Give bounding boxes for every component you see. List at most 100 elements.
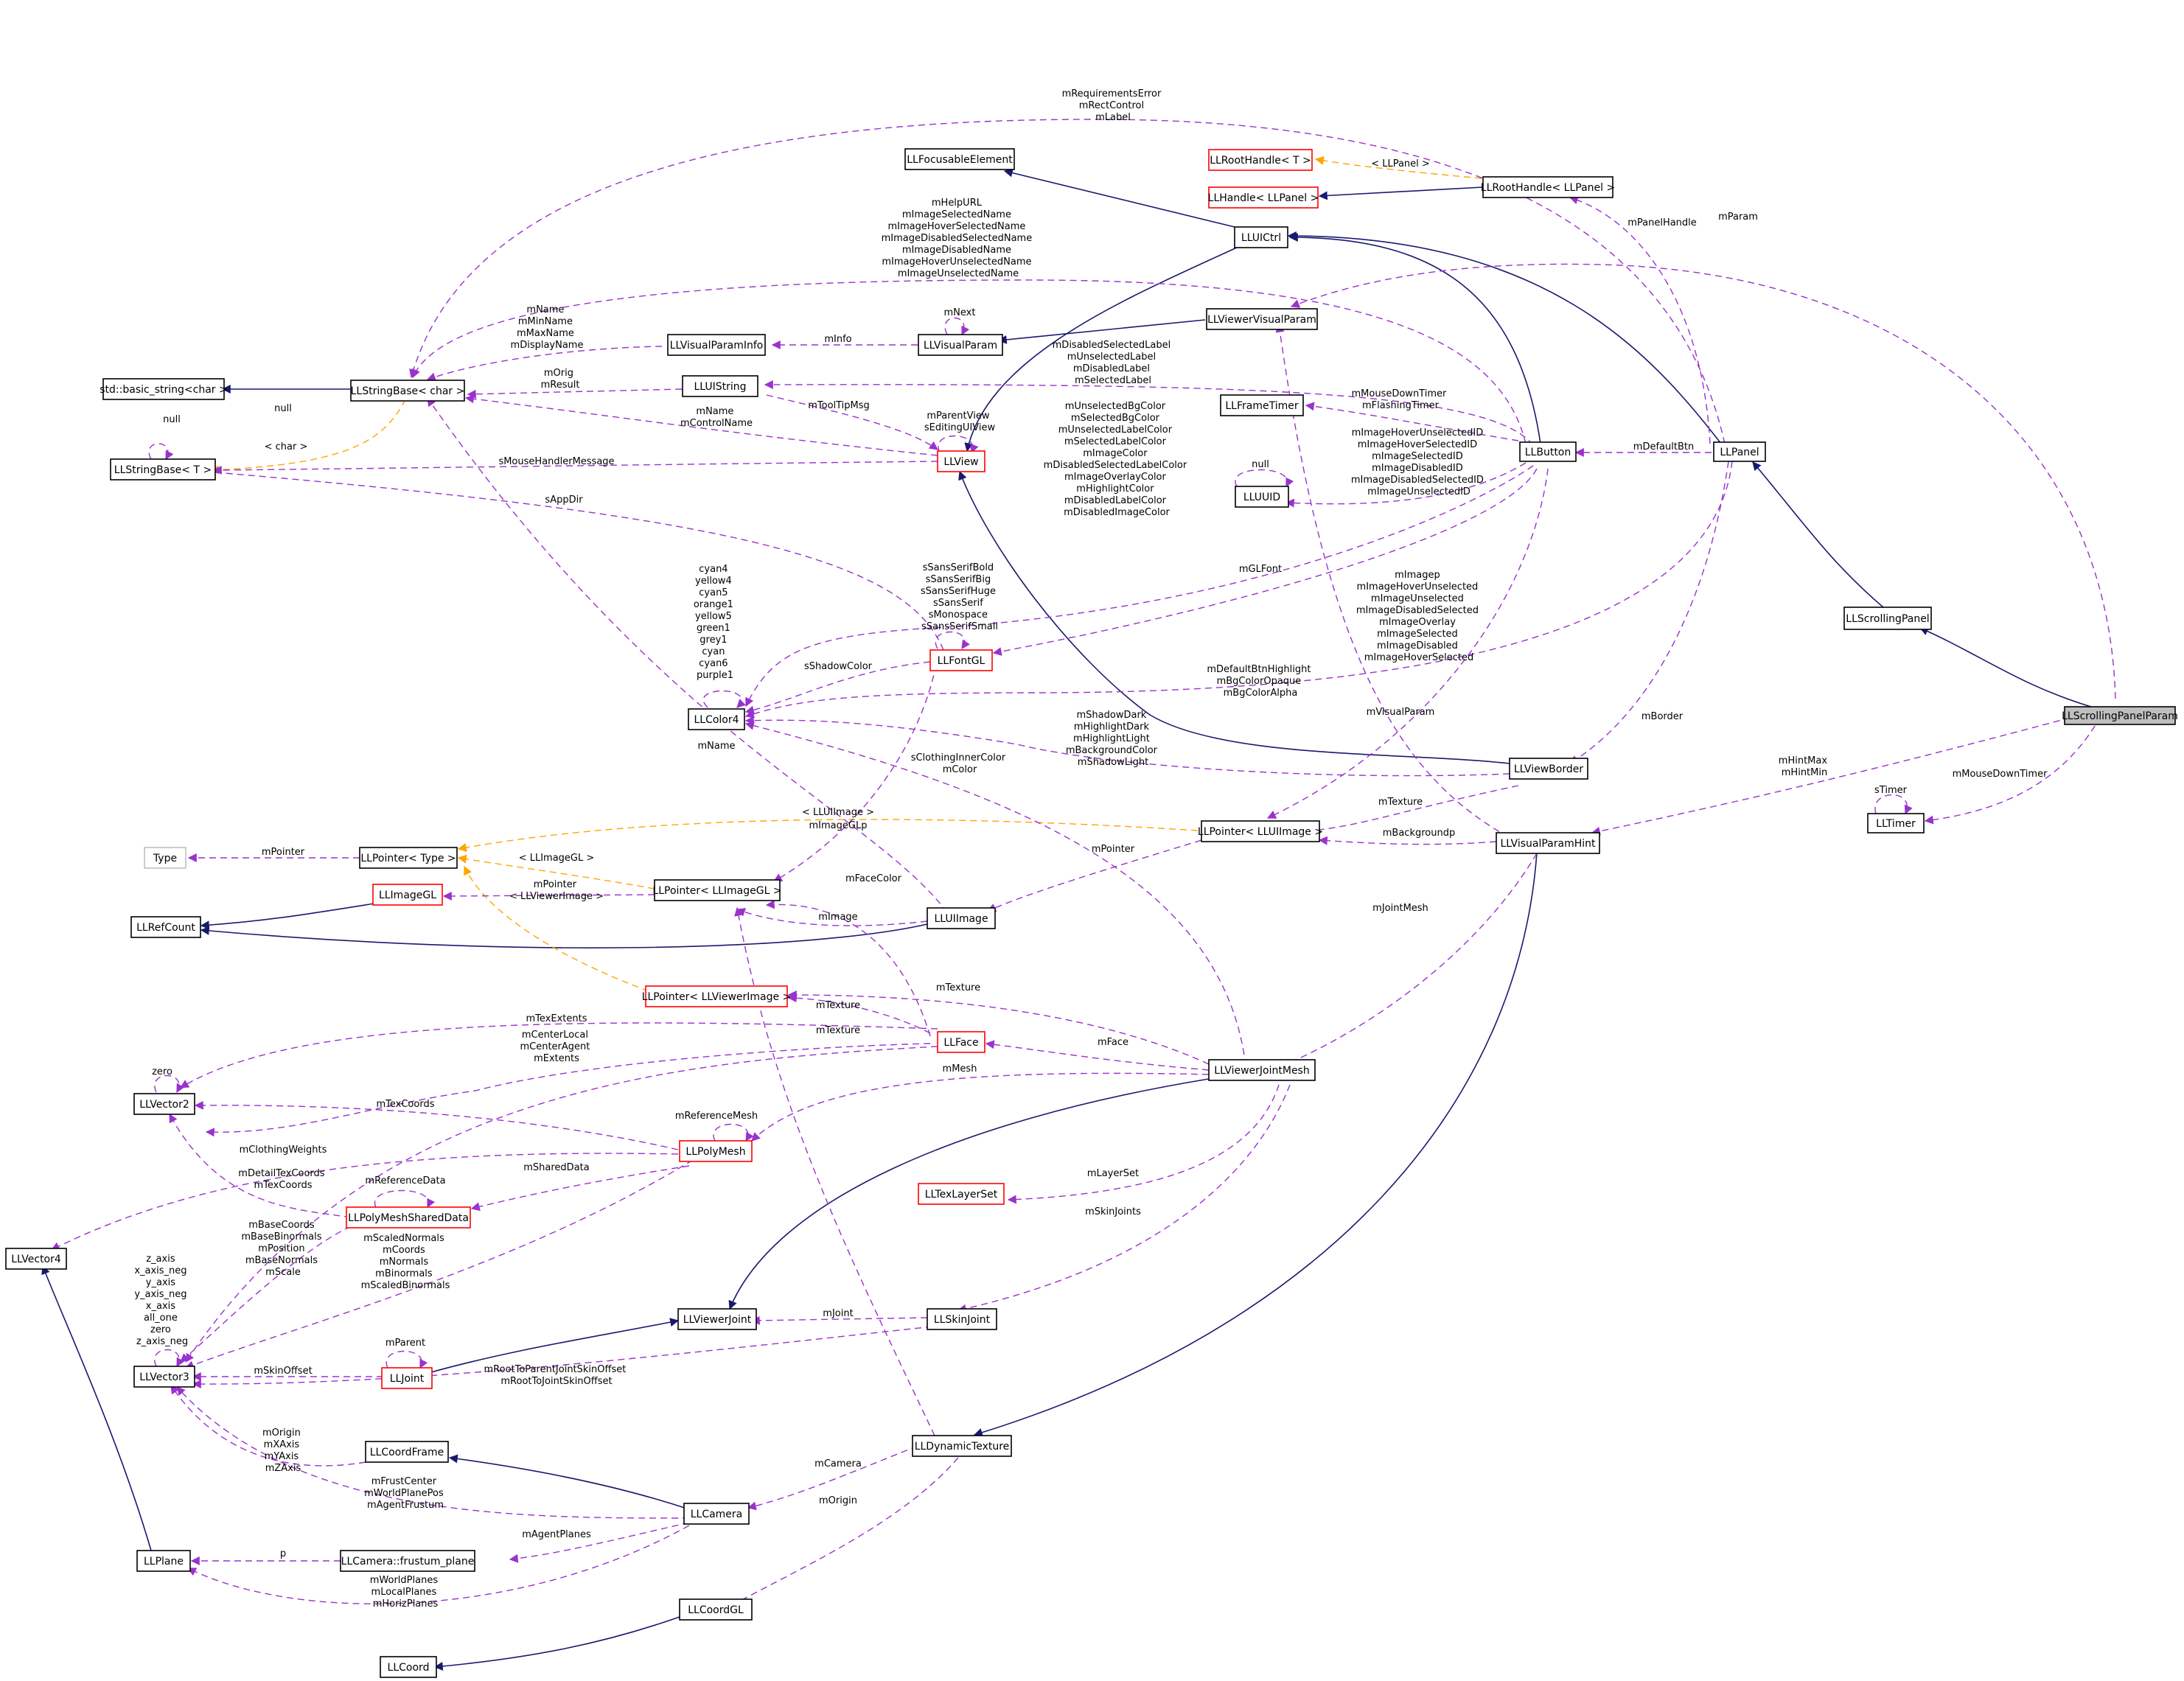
node-llviewervisualparam[interactable]: LLViewerVisualParam bbox=[1206, 308, 1318, 330]
node-label: LLViewerJoint bbox=[683, 1314, 752, 1326]
label-btn-highlight: mDefaultBtnHighlight mBgColorOpaque mBgC… bbox=[1207, 664, 1313, 699]
node-llscrollingpanelparam[interactable]: LLScrollingPanelParam bbox=[2062, 706, 2178, 725]
node-label: LLViewerJointMesh bbox=[1214, 1065, 1309, 1077]
node-lluuid[interactable]: LLUUID bbox=[1235, 486, 1289, 508]
node-llcolor4[interactable]: LLColor4 bbox=[688, 708, 745, 730]
node-lltexlayerset[interactable]: LLTexLayerSet bbox=[918, 1183, 1005, 1205]
node-lluistring[interactable]: LLUIString bbox=[682, 375, 758, 397]
node-llroothandle-llpanel[interactable]: LLRootHandle< LLPanel > bbox=[1481, 176, 1615, 198]
label-p: p bbox=[280, 1548, 286, 1559]
node-label: LLCamera::frustum_plane bbox=[341, 1556, 475, 1568]
label-stimer: sTimer bbox=[1874, 785, 1908, 796]
edge-axis bbox=[154, 1349, 185, 1368]
node-label: LLViewerVisualParam bbox=[1207, 314, 1316, 326]
node-llpanel[interactable]: LLPanel bbox=[1713, 441, 1766, 462]
node-llviewborder[interactable]: LLViewBorder bbox=[1509, 758, 1588, 780]
node-llhandle-llpanel[interactable]: LLHandle< LLPanel > bbox=[1208, 186, 1319, 209]
node-llvector3[interactable]: LLVector3 bbox=[133, 1366, 195, 1388]
label-mousedowntimer: mMouseDownTimer bbox=[1953, 769, 2048, 780]
edge-zero bbox=[154, 1074, 185, 1094]
label-origin: mOrigin mXAxis mYAxis mZAxis bbox=[262, 1427, 304, 1474]
edge-label-group bbox=[764, 380, 1534, 446]
node-llskinjoint[interactable]: LLSkinJoint bbox=[927, 1308, 997, 1330]
node-llviewerjoint[interactable]: LLViewerJoint bbox=[677, 1308, 757, 1330]
node-llscrollingpanel[interactable]: LLScrollingPanel bbox=[1843, 607, 1932, 630]
label-jointmesh: mJointMesh bbox=[1372, 903, 1428, 914]
node-lljoint[interactable]: LLJoint bbox=[381, 1367, 433, 1389]
edge-panel-uictrl bbox=[1287, 231, 1722, 444]
label-req-error: mRequirementsError mRectControl mLabel bbox=[1062, 88, 1165, 123]
node-std-basic-string[interactable]: std::basic_string<char > bbox=[100, 378, 228, 400]
node-label: LLTexLayerSet bbox=[925, 1189, 998, 1201]
node-type[interactable]: Type bbox=[144, 847, 186, 869]
node-llvisualparam[interactable]: LLVisualParam bbox=[918, 334, 1003, 356]
node-llpointer-lluiimage[interactable]: LLPointer< LLUIImage > bbox=[1198, 820, 1323, 842]
node-label: LLFontGL bbox=[938, 655, 985, 667]
edge-clothing bbox=[744, 721, 1246, 1066]
node-llviewerjointmesh[interactable]: LLViewerJointMesh bbox=[1208, 1059, 1316, 1081]
node-lltimer[interactable]: LLTimer bbox=[1867, 813, 1925, 833]
label-layerset: mLayerSet bbox=[1087, 1168, 1139, 1179]
node-label: LLPolyMesh bbox=[685, 1146, 745, 1158]
node-llplane[interactable]: LLPlane bbox=[136, 1550, 191, 1572]
node-llfocusableelement[interactable]: LLFocusableElement bbox=[904, 148, 1015, 170]
label-mmesh: mMesh bbox=[943, 1063, 977, 1074]
node-label: LLStringBase< T > bbox=[114, 464, 212, 476]
label-shadow-group: mShadowDark mHighlightDark mHighlightLig… bbox=[1066, 710, 1160, 768]
node-llvisualparamhint[interactable]: LLVisualParamHint bbox=[1496, 832, 1600, 854]
node-llpointer-llviewerimage[interactable]: LLPointer< LLViewerImage > bbox=[642, 985, 792, 1007]
node-label: LLUIImage bbox=[934, 913, 988, 925]
label-mnext: mNext bbox=[944, 307, 976, 318]
node-llstringbase-t[interactable]: LLStringBase< T > bbox=[110, 458, 216, 480]
label-mpointer2: mPointer < LLViewerImage > bbox=[509, 879, 604, 902]
label-imagegl-tpl: < LLImageGL > bbox=[519, 853, 595, 864]
node-label: LLViewBorder bbox=[1514, 763, 1583, 775]
edge-orig-result bbox=[467, 388, 683, 399]
node-llvector4[interactable]: LLVector4 bbox=[5, 1248, 67, 1270]
edge-name-ctrl bbox=[464, 394, 938, 456]
edge-texture1 bbox=[1311, 785, 1519, 834]
node-llstringbase-char[interactable]: LLStringBase< char > bbox=[350, 380, 465, 402]
label-mpointer1: mPointer bbox=[1092, 844, 1135, 855]
label-texture3: mTexture bbox=[816, 1000, 860, 1011]
edge-origin bbox=[170, 1385, 366, 1467]
node-llrefcount[interactable]: LLRefCount bbox=[130, 916, 201, 938]
node-label: LLFace bbox=[943, 1037, 978, 1049]
label-name-group: mName mMinName mMaxName mDisplayName bbox=[511, 304, 584, 351]
node-llpointer-type[interactable]: LLPointer< Type > bbox=[359, 847, 458, 869]
node-llcamera[interactable]: LLCamera bbox=[683, 1503, 750, 1525]
edge-sappdir bbox=[205, 467, 944, 651]
node-llview[interactable]: LLView bbox=[937, 450, 985, 472]
node-lldynamictexture[interactable]: LLDynamicTexture bbox=[912, 1435, 1012, 1457]
node-llvector2[interactable]: LLVector2 bbox=[133, 1093, 195, 1115]
node-llbutton[interactable]: LLButton bbox=[1519, 441, 1577, 462]
node-llfontgl[interactable]: LLFontGL bbox=[929, 649, 993, 671]
node-llvisualparaminfo[interactable]: LLVisualParamInfo bbox=[667, 334, 766, 356]
node-label: LLCoordGL bbox=[688, 1604, 744, 1616]
label-llpanel-tpl: < LLPanel > bbox=[1371, 158, 1430, 170]
node-lluictrl[interactable]: LLUICtrl bbox=[1234, 226, 1288, 248]
edge-morigin bbox=[728, 1457, 959, 1607]
node-llface[interactable]: LLFace bbox=[937, 1031, 985, 1053]
edge-null1 bbox=[148, 443, 174, 461]
label-defaultbtn: mDefaultBtn bbox=[1633, 441, 1694, 452]
edge-uiimage-refcount bbox=[200, 923, 928, 948]
node-llpointer-llimagegl[interactable]: LLPointer< LLImageGL > bbox=[652, 879, 782, 901]
node-label: LLVisualParamHint bbox=[1500, 838, 1596, 850]
node-llpolymesh[interactable]: LLPolyMesh bbox=[679, 1140, 753, 1162]
node-llcoordgl[interactable]: LLCoordGL bbox=[679, 1598, 753, 1621]
label-mcamera: mCamera bbox=[814, 1458, 862, 1469]
label-skinoffset: mSkinOffset bbox=[254, 1366, 312, 1377]
node-lluiimage[interactable]: LLUIImage bbox=[927, 907, 996, 929]
edge-hint bbox=[1591, 711, 2093, 836]
node-llcoordframe[interactable]: LLCoordFrame bbox=[365, 1441, 449, 1463]
node-llroothandle-t[interactable]: LLRootHandle< T > bbox=[1208, 149, 1313, 171]
edge-texture4 bbox=[205, 1043, 931, 1137]
node-llpolymeshshareddata[interactable]: LLPolyMeshSharedData bbox=[346, 1206, 471, 1229]
node-llcamera-frustum-plane[interactable]: LLCamera::frustum_plane bbox=[340, 1550, 475, 1572]
label-frustum: mFrustCenter mWorldPlanePos mAgentFrustu… bbox=[364, 1476, 447, 1511]
node-llcoord[interactable]: LLCoord bbox=[380, 1656, 437, 1678]
node-llimagegl[interactable]: LLImageGL bbox=[372, 884, 443, 906]
node-llframetimer[interactable]: LLFrameTimer bbox=[1220, 394, 1304, 416]
label-zero: zero bbox=[152, 1066, 172, 1077]
